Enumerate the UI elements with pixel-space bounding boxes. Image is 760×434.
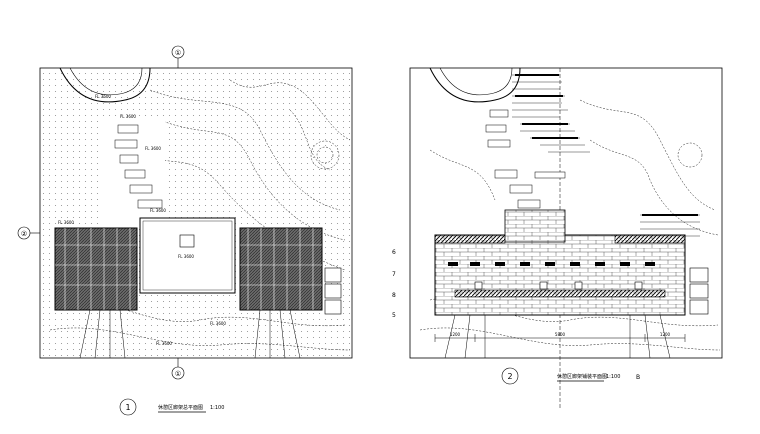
drawing-2-number: 2 [507,372,512,381]
row-mark-7: 7 [392,271,396,278]
annotation-4: FL 3600 [150,208,166,213]
center-hatch-band [454,289,666,298]
axis-marker-left: ② [21,230,27,238]
drawing-2-title: 休憩区廊架铺装平面图 [557,373,607,380]
annotation-8: FL 3600 [156,341,172,346]
axis-marker-top: ① [175,49,181,57]
annotation-5: FL 3600 [58,220,74,225]
dimension-left: 1200 [450,332,461,337]
drawing-1-scale: 1:100 [210,405,224,411]
dimension-right: 1200 [660,332,671,337]
pergola-left-hatch [434,234,506,244]
row-mark-8: 8 [392,292,396,299]
drawing-1-site-plan: FL 3600 FL 3600 FL 3600 FL 3600 FL 3600 … [17,45,353,416]
annotation-3: FL 3600 [145,146,161,151]
dimension-center: 5800 [555,332,566,337]
pergola-right-hatch [614,234,686,244]
annotation-6: FL 3600 [178,254,194,259]
axis-marker-bottom: ① [175,370,181,378]
drawing-2-paving-plan: 1200 5800 1200 6 7 8 5 2 休憩区廊架铺装平面图 1:10… [392,67,723,410]
drawing-2-scale: 1:100 [606,374,620,380]
row-mark-5: 5 [392,312,396,319]
row-mark-6: 6 [392,249,396,256]
annotation-2: FL 3600 [120,114,136,119]
drawing-1-title: 休憩区廊架总平面图 [158,404,203,411]
pergola-left [54,227,138,311]
drawing-1-number: 1 [125,403,130,412]
pergola-right [239,227,323,311]
grid-letter: B [636,374,640,381]
steps-1 [114,124,163,209]
annotation-7: FL 3600 [210,321,226,326]
annotation-1: FL 3600 [95,94,111,99]
